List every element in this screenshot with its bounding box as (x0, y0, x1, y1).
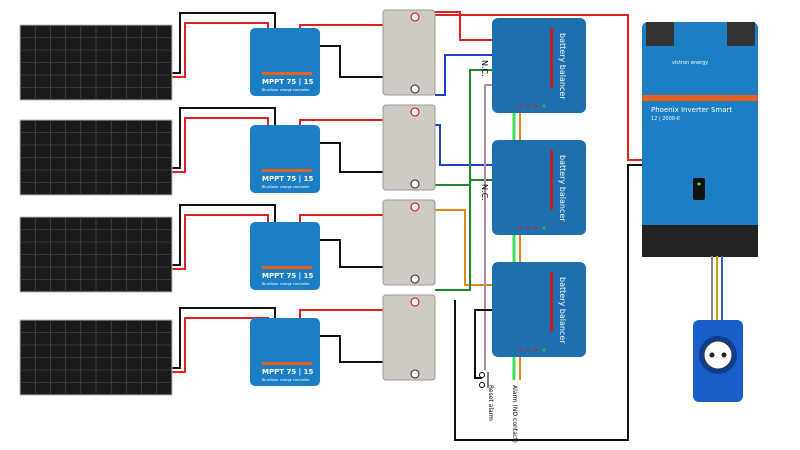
mppt-body (250, 222, 320, 290)
mppt-stripe (262, 266, 312, 269)
panel-neg-wire (172, 204, 276, 266)
balancer-led (526, 226, 530, 230)
panel-pos-wire (172, 22, 269, 78)
mppt-subtitle: BlueSolar charge controller (262, 88, 310, 92)
panel-neg-wire (172, 307, 276, 369)
balancer-led (534, 104, 538, 108)
battery-positive-terminal (410, 202, 420, 212)
balancer-led (534, 348, 538, 352)
ac-socket (693, 256, 743, 402)
mppt-model-label: MPPT 75 | 15 (262, 368, 313, 377)
reset-button-icon (479, 372, 489, 388)
balancer-led (526, 348, 530, 352)
orange-wire (435, 209, 495, 286)
balancer-led (518, 348, 522, 352)
balancer-led (518, 226, 522, 230)
mppt-pos-wire (299, 309, 383, 320)
inverter-model: 12 | 2000-II (651, 116, 680, 122)
solar-panel (19, 216, 173, 293)
battery-positive-terminal (410, 107, 420, 117)
inverter-neg-wire (454, 164, 642, 441)
balancer-led (542, 348, 546, 352)
battery-balancer: battery balancer (492, 18, 586, 113)
balancer-led (534, 226, 538, 230)
balancer-stripe (550, 28, 553, 88)
battery-balancer: battery balancer (492, 262, 586, 357)
balancer-body (492, 262, 586, 357)
panel-pos-wire (172, 117, 269, 173)
battery-negative-terminal (410, 369, 420, 379)
nc-label-1: N.C. (480, 60, 489, 77)
battery-body (382, 9, 436, 96)
green-wire-1 (435, 69, 495, 186)
balancer-mid-wire-2 (435, 124, 495, 166)
battery-body (382, 294, 436, 381)
mppt-body (250, 318, 320, 386)
balancer-stripe (550, 272, 553, 332)
battery-negative-terminal (410, 84, 420, 94)
balancer-body (492, 18, 586, 113)
balancer-label: battery balancer (558, 277, 567, 344)
mppt-model-label: MPPT 75 | 15 (262, 272, 313, 281)
solar-panel (19, 24, 173, 101)
mppt-stripe (262, 169, 312, 172)
reset-wire (474, 309, 495, 379)
balancer-body (492, 140, 586, 235)
battery-body (382, 104, 436, 191)
mppt-body (250, 125, 320, 193)
mppt-stripe (262, 72, 312, 75)
battery (382, 294, 436, 381)
inverter-pos-wire (435, 14, 642, 161)
panel-neg-wire (172, 107, 276, 169)
balancer-led (526, 104, 530, 108)
inverter-title: Phoenix Inverter Smart (651, 106, 732, 114)
mppt-model-label: MPPT 75 | 15 (262, 78, 313, 87)
mppt-body (250, 28, 320, 96)
green-wire-2 (435, 179, 495, 291)
balancer-led (518, 104, 522, 108)
inverter-brand: victron energy (672, 60, 708, 66)
mppt-pos-wire (299, 119, 383, 127)
battery-negative-terminal (410, 179, 420, 189)
balancer-led (542, 104, 546, 108)
reset-alarm-label: Reset alarm (487, 385, 494, 421)
battery-balancer: battery balancer (492, 140, 586, 235)
mppt-pos-wire (299, 214, 383, 224)
balancer-label: battery balancer (558, 155, 567, 222)
battery (382, 104, 436, 191)
inverter: victron energy Phoenix Inverter Smart 12… (642, 22, 758, 257)
alarm-label: Alarm (NO contact) (511, 385, 518, 443)
mppt-subtitle: BlueSolar charge controller (262, 378, 310, 382)
balancer-stripe (550, 150, 553, 210)
solar-panel (19, 119, 173, 196)
battery-positive-terminal (410, 297, 420, 307)
bat-pos-wire (415, 11, 495, 41)
nc-label-2: N.C. (480, 184, 489, 201)
battery-positive-terminal (410, 12, 420, 22)
mppt-model-label: MPPT 75 | 15 (262, 175, 313, 184)
battery-body (382, 199, 436, 286)
battery (382, 199, 436, 286)
solar-panel (19, 319, 173, 396)
panel-neg-wire (172, 12, 276, 74)
balancer-label: battery balancer (558, 33, 567, 100)
panel-pos-wire (172, 214, 269, 270)
mppt-subtitle: BlueSolar charge controller (262, 185, 310, 189)
battery-negative-terminal (410, 274, 420, 284)
battery (382, 9, 436, 96)
mppt-subtitle: BlueSolar charge controller (262, 282, 310, 286)
balancer-mid-wire-1 (435, 54, 495, 96)
pink-wire (484, 84, 495, 370)
mppt-stripe (262, 362, 312, 365)
balancer-led (542, 226, 546, 230)
